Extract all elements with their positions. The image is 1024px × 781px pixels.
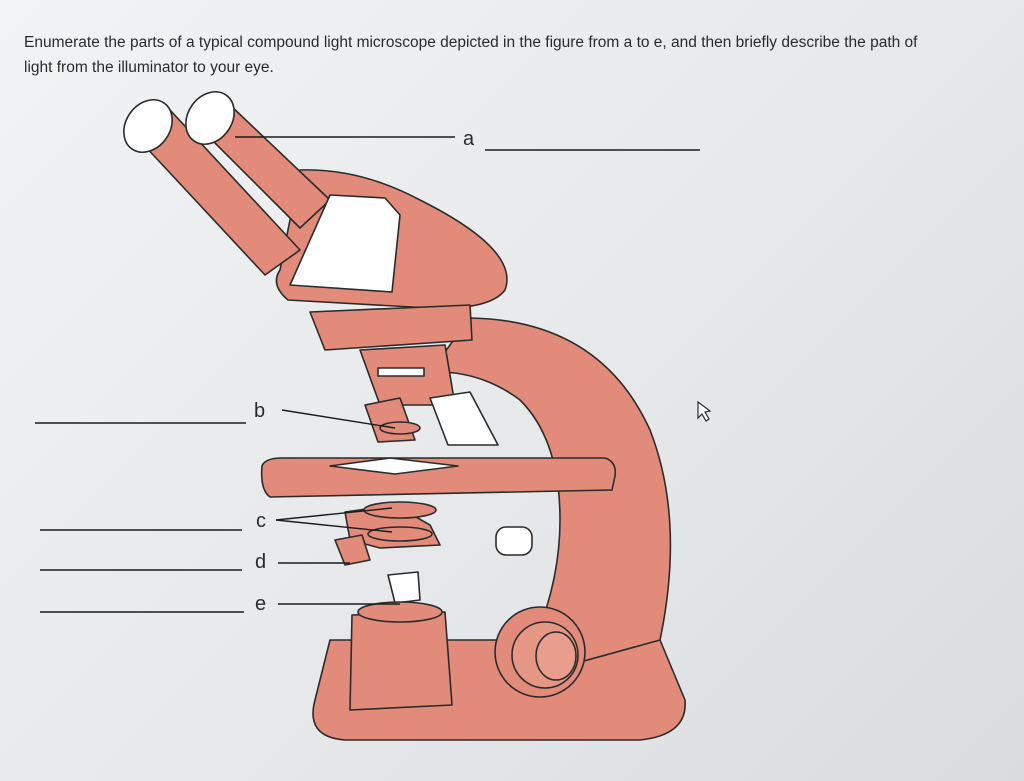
mouse-pointer-icon [697, 400, 712, 422]
eyepiece-right [185, 91, 235, 145]
arm-switch [495, 526, 533, 556]
objective-tip [379, 421, 421, 435]
leader-line-c2 [275, 519, 393, 533]
label-c: c [256, 510, 266, 532]
label-e: e [255, 593, 266, 615]
illuminator-lens [357, 601, 443, 623]
iris-diaphragm [367, 526, 433, 542]
focus-knob-inner [535, 631, 577, 681]
label-b: b [254, 400, 265, 422]
leader-line-b [281, 409, 396, 429]
revolving-nosepiece [309, 304, 473, 351]
condenser-lens [363, 501, 437, 519]
leader-line-c1 [275, 507, 393, 521]
question-line-1: Enumerate the parts of a typical compoun… [24, 34, 918, 51]
mirror-bracket [387, 571, 421, 604]
prism-window [289, 194, 401, 293]
question-line-2: light from the illuminator to your eye. [24, 59, 274, 76]
label-d: d [255, 551, 266, 573]
label-a: a [463, 128, 475, 150]
eyepiece-left [123, 99, 173, 153]
condenser-knob [334, 534, 371, 566]
illuminator-housing [349, 611, 453, 711]
stage-clip [329, 457, 459, 475]
objective-lens-right [429, 391, 499, 446]
question-text: Enumerate the parts of a typical compoun… [24, 30, 1020, 80]
nosepiece-marker [377, 367, 425, 377]
label-lines [35, 136, 700, 613]
microscope-illustration [123, 91, 686, 741]
